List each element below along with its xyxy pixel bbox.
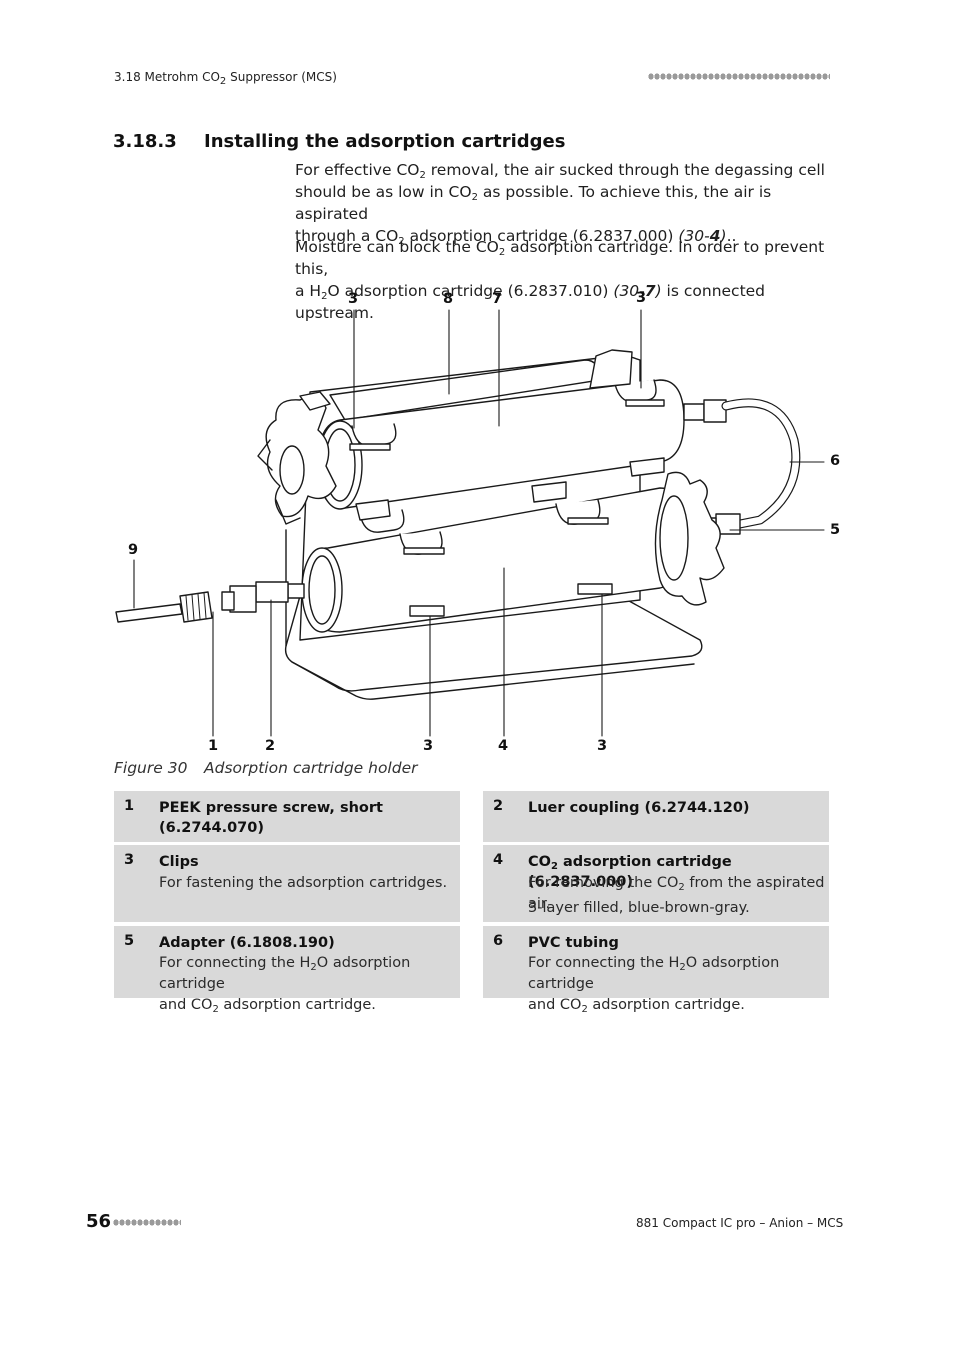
callout-9: 9 — [128, 542, 139, 558]
section-title: Installing the adsorption cartridges — [204, 131, 566, 152]
callout-3-top-left: 3 — [348, 291, 359, 307]
running-footer-title: 881 Compact IC pro – Anion – MCS — [636, 1216, 844, 1230]
legend-item-2: 2 Luer coupling (6.2744.120) — [483, 791, 829, 842]
moisture-paragraph: Moisture can block the CO2 adsorption ca… — [295, 238, 825, 322]
footer-dot-rule — [113, 1219, 181, 1226]
header-dot-rule — [648, 73, 830, 80]
callout-2: 2 — [265, 738, 276, 754]
callout-3-bottom-left: 3 — [423, 738, 434, 754]
callout-6: 6 — [830, 453, 841, 469]
figure-reference[interactable]: (30-7) — [613, 282, 662, 300]
adsorption-cartridge-holder-illustration — [115, 309, 825, 737]
callout-8: 8 — [443, 291, 454, 307]
callout-3-bottom-right: 3 — [597, 738, 608, 754]
callout-5: 5 — [830, 522, 841, 538]
callout-7: 7 — [492, 291, 503, 307]
page-number: 56 — [86, 1211, 112, 1232]
callout-3-top-right: 3 — [636, 290, 647, 306]
callout-4: 4 — [498, 738, 509, 754]
legend-item-3: 3 Clips For fastening the adsorption car… — [114, 845, 460, 922]
legend-item-6: 6 PVC tubing For connecting the H2O adso… — [483, 926, 829, 1015]
intro-paragraph: For effective CO2 removal, the air sucke… — [295, 161, 825, 247]
running-header-section: 3.18 Metrohm CO2 Suppressor (MCS) — [114, 70, 337, 87]
legend-item-4: 4 CO2 adsorption cartridge (6.2837.000) … — [483, 845, 829, 922]
section-number: 3.18.3 — [113, 131, 177, 152]
legend-item-5: 5 Adapter (6.1808.190) For connecting th… — [114, 926, 460, 1015]
legend-item-1: 1 PEEK pressure screw, short (6.2744.070… — [114, 791, 460, 842]
callout-1: 1 — [208, 738, 219, 754]
figure-reference[interactable]: (30-4) — [678, 227, 727, 245]
